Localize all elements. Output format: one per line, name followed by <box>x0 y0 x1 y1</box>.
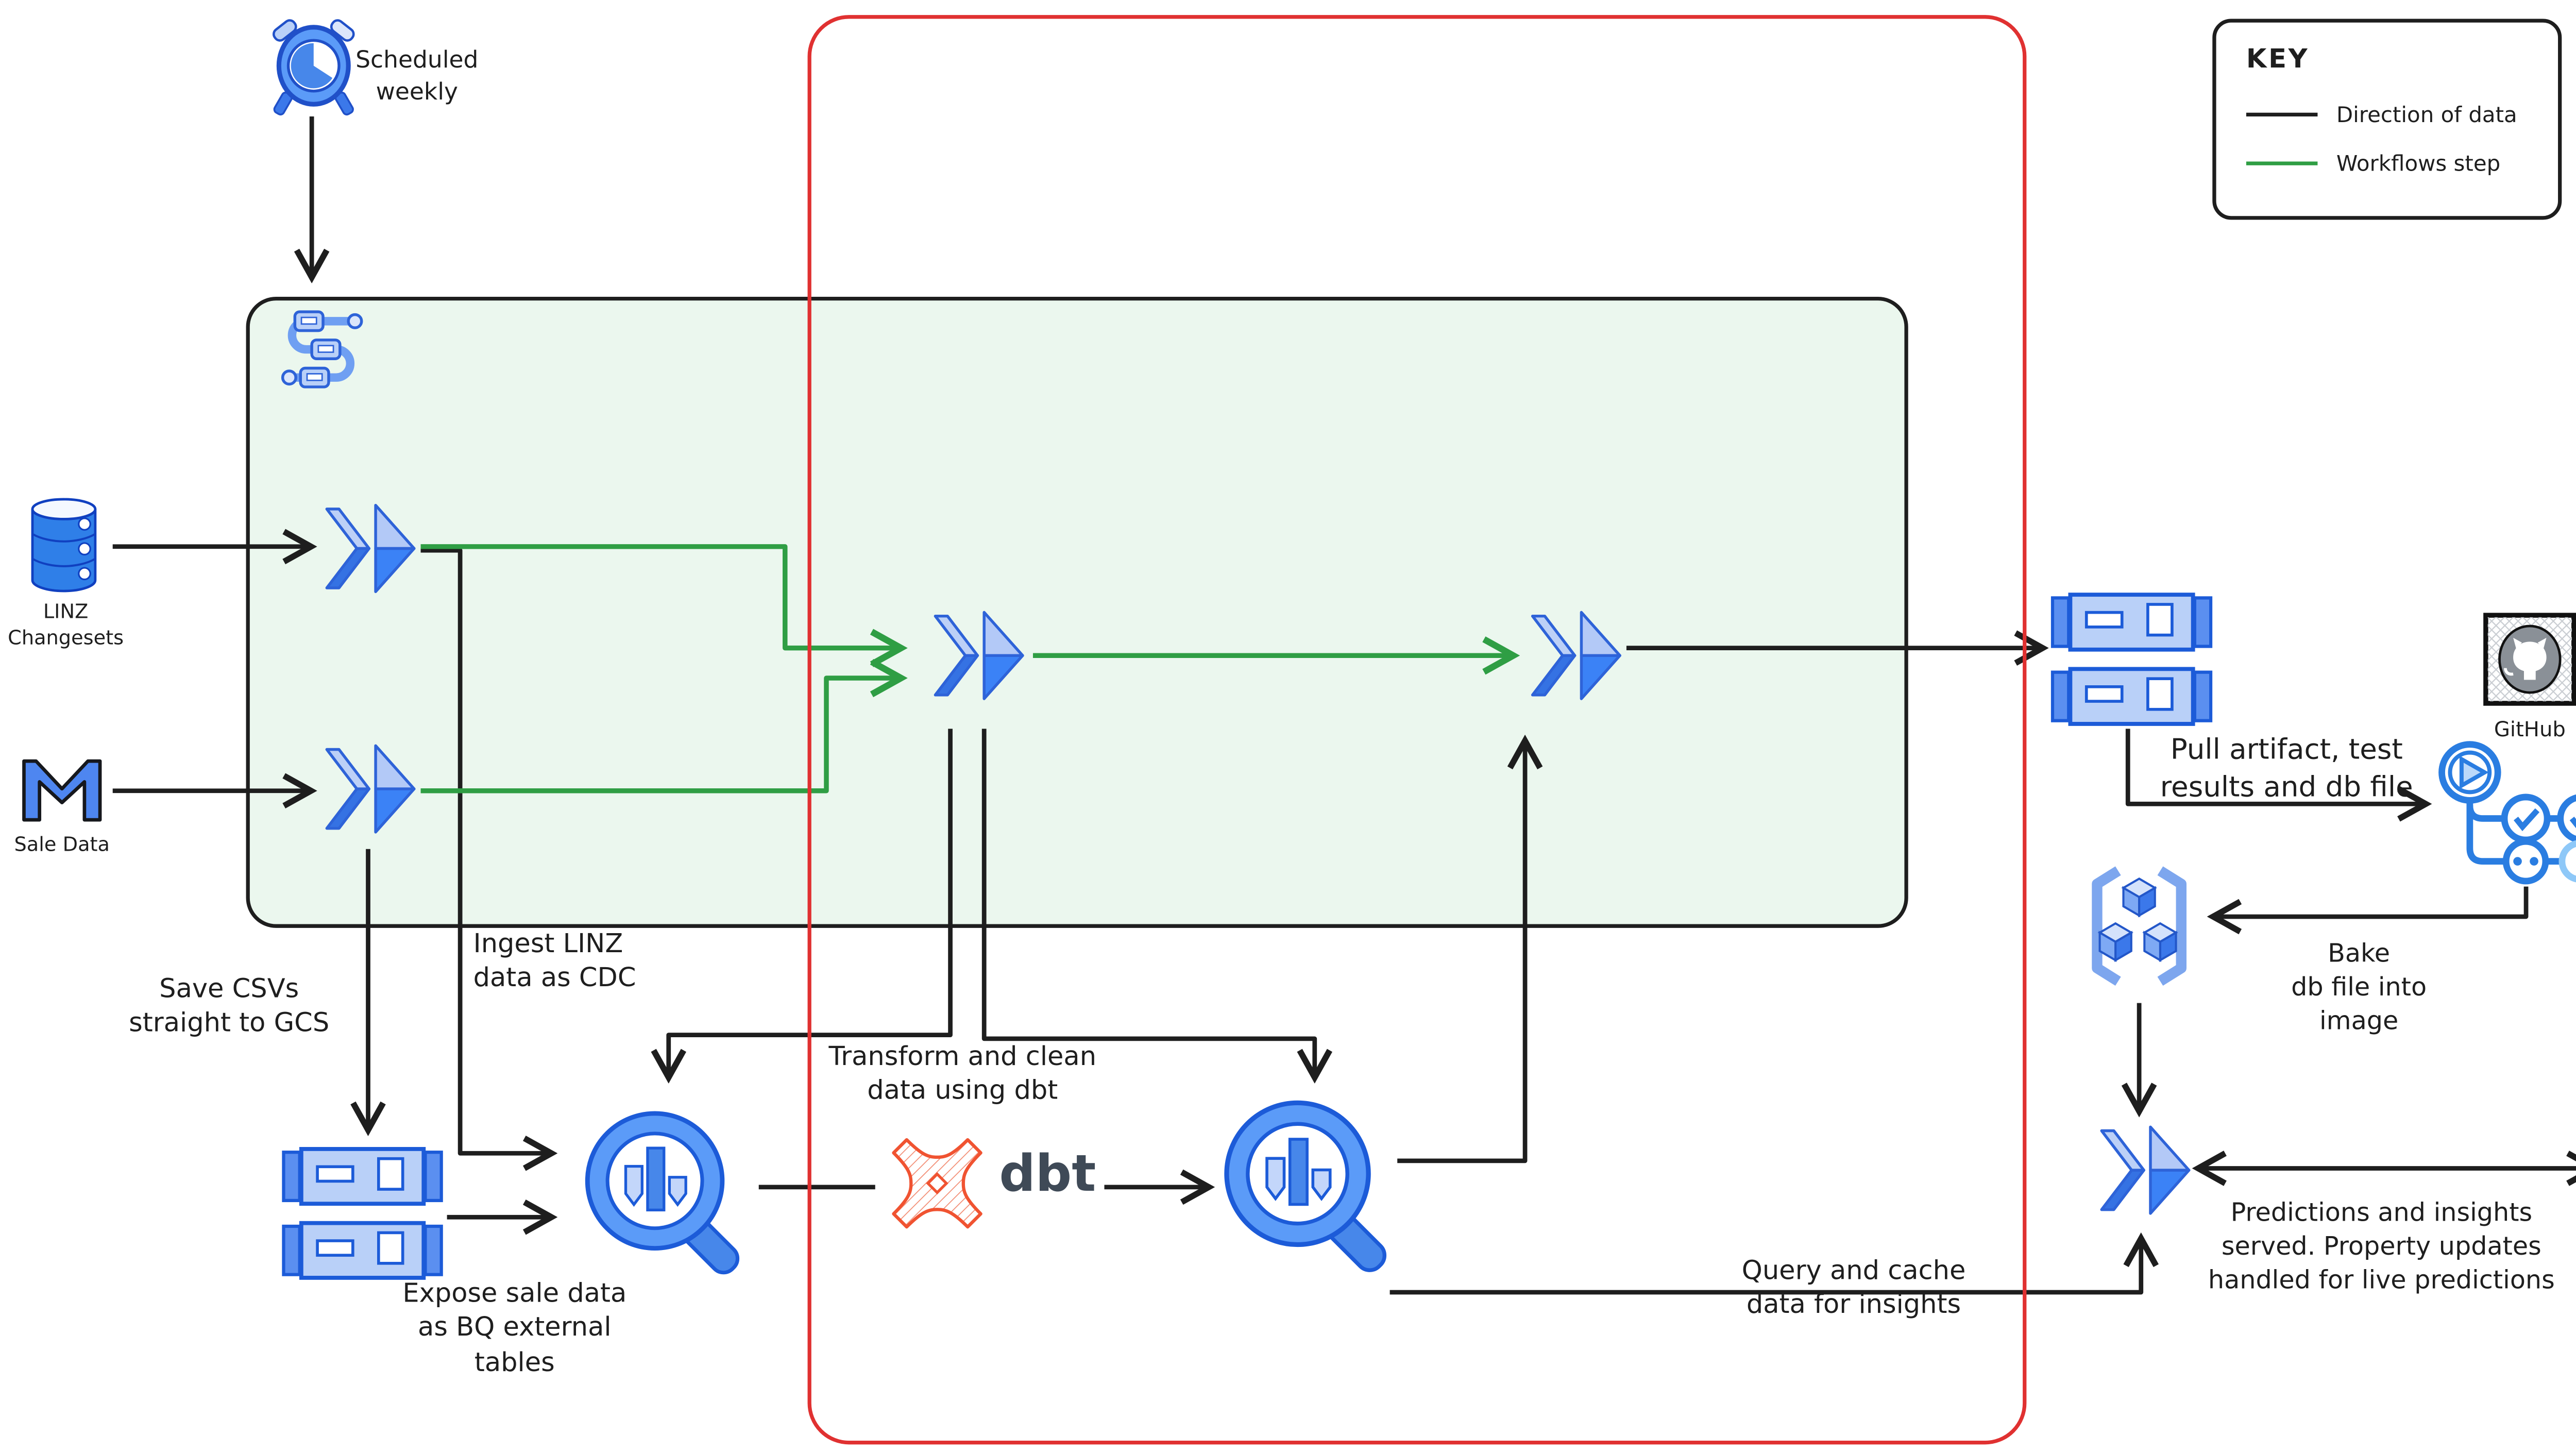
legend-label-direction: Direction of data <box>2336 101 2517 128</box>
arrow-transform-to-bq2 <box>981 729 1315 1074</box>
sale-data-mail-icon <box>22 759 102 822</box>
gcs-bucket-icon-right <box>2050 593 2213 726</box>
legend-box: KEY Direction of data Workflows step <box>2212 19 2562 220</box>
transform-clean-dbt-label: Transform and clean data using dbt <box>828 1042 1097 1107</box>
dbt-logo-text: dbt <box>999 1145 1096 1204</box>
get-linz-changes-job-icon <box>325 503 416 594</box>
bigquery-icon-left <box>585 1111 740 1275</box>
legend-row-workflow: Workflows step <box>2246 150 2500 177</box>
linz-database-icon <box>31 498 97 593</box>
legend-green-line-sample <box>2246 161 2318 165</box>
train-model-job-icon <box>1531 611 1621 700</box>
legend-black-line-sample <box>2246 112 2318 117</box>
github-label: GitHub <box>2494 717 2566 742</box>
gcs-bucket-icon-left <box>282 1147 443 1280</box>
ingest-linz-cdc-label: Ingest LINZ data as CDC <box>473 930 636 995</box>
sale-data-label: Sale Data <box>14 834 110 857</box>
cloud-run-service-icon <box>2100 1125 2191 1215</box>
workflow-container-box <box>246 296 1908 928</box>
arrow-query-to-cloudrun <box>1389 1242 2141 1295</box>
alarm-clock-icon <box>273 19 355 116</box>
bake-db-label: Bake db file into image <box>2291 939 2427 1036</box>
expose-sale-data-label: Expose sale data as BQ external tables <box>402 1279 627 1379</box>
legend-row-direction: Direction of data <box>2246 102 2517 128</box>
arrow-pull-artifact-to-actions <box>2125 729 2422 804</box>
artifact-registry-icon <box>2092 866 2187 986</box>
legend-label-workflow: Workflows step <box>2336 150 2501 177</box>
arrow-ingest-cdc-to-bq <box>420 548 549 1153</box>
download-attachments-job-icon <box>325 744 416 834</box>
pull-artifact-label: Pull artifact, test results and db file <box>2160 732 2413 804</box>
bigquery-icon-right <box>1224 1100 1387 1272</box>
dbt-logo-icon <box>892 1138 982 1229</box>
workflow-step-get-to-transform <box>420 544 898 648</box>
arrow-consume-to-train <box>1397 744 1525 1163</box>
github-actions-workflow-icon <box>2438 741 2576 885</box>
linz-changesets-label: LINZ Changesets <box>8 601 124 650</box>
query-cache-label: Query and cache data for insights <box>1741 1256 1966 1322</box>
workflow-step-download-to-transform <box>420 678 898 793</box>
github-icon <box>2483 613 2576 706</box>
predictions-insights-label: Predictions and insights served. Propert… <box>2208 1198 2555 1295</box>
scheduled-weekly-left-label: Scheduled weekly <box>355 45 479 105</box>
arrow-bake-to-registry <box>2216 886 2529 917</box>
legend-title: KEY <box>2246 45 2310 75</box>
pipeline-workflow-icon <box>281 310 363 389</box>
transform-data-job-icon <box>934 611 1024 700</box>
save-csvs-label: Save CSVs straight to GCS <box>129 974 330 1040</box>
arrow-transform-to-bq1 <box>669 729 953 1074</box>
